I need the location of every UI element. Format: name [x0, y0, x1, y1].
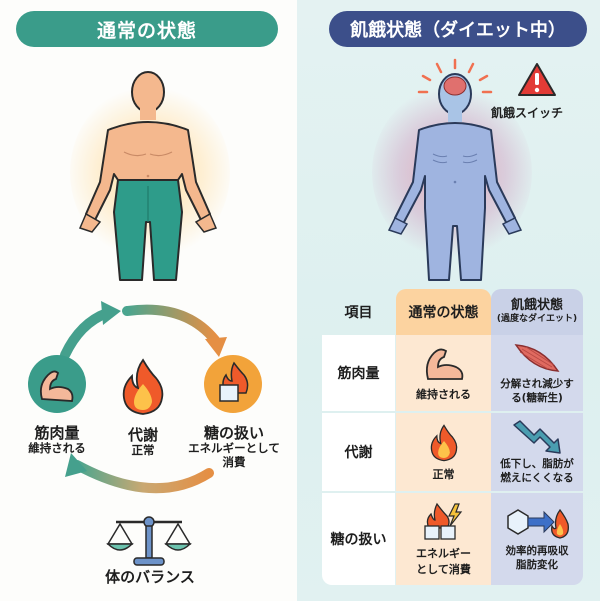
table-row-sugar-normal: エネルギー として消費 — [396, 493, 491, 585]
row-starve-text2: る(糖新生) — [511, 391, 563, 404]
table-header-starvation: 飢餓状態 (過度なダイエット) — [491, 289, 583, 335]
starvation-switch-label: 飢餓スイッチ — [491, 106, 564, 120]
metabolism-sub: 正常 — [131, 443, 155, 457]
cycle-arrows — [60, 301, 227, 494]
row-starve-text: 分解され減少す — [500, 378, 574, 391]
flame-icon — [430, 423, 457, 461]
row-item-label: 糖の扱い — [330, 532, 387, 548]
table-row-metabolism-item: 代謝 — [322, 413, 395, 491]
row-item-label: 代謝 — [344, 445, 373, 461]
flexed-arm-icon — [39, 370, 74, 402]
down-trend-arrow-icon — [513, 420, 561, 455]
muscle-title: 筋肉量 — [34, 424, 80, 442]
row-starve-text: 低下し、脂肪が — [500, 458, 574, 471]
normal-body-figure — [78, 71, 218, 281]
sugar-title: 糖の扱い — [203, 424, 264, 442]
warning-triangle-icon — [518, 63, 556, 96]
sugar-circle — [204, 355, 262, 413]
sugar-sub2: 消費 — [222, 454, 246, 469]
sugar-sub: エネルギーとして — [188, 441, 280, 455]
table-header-item: 項目 — [322, 292, 395, 332]
balance-title: 体のバランス — [105, 568, 195, 586]
table-row-muscle-starve: 分解され減少す る(糖新生) — [491, 335, 583, 411]
row-starve-text: 効率的再吸収 — [505, 545, 569, 558]
normal-state-panel: 通常の状態 筋肉量 維持される — [0, 0, 297, 601]
row-starve-text2: 燃えにくくなる — [500, 471, 574, 484]
header-starve-label: 飢餓状態 — [510, 298, 563, 314]
table-row-metabolism-starve: 低下し、脂肪が 燃えにくくなる — [491, 413, 583, 491]
header-starve-sub: (過度なダイエット) — [496, 314, 578, 325]
table-row-muscle-normal: 維持される — [396, 335, 491, 411]
muscle-fiber-icon — [514, 344, 560, 373]
table-header-normal: 通常の状態 — [396, 289, 491, 335]
table-row-sugar-item: 糖の扱い — [322, 493, 395, 585]
header-normal-label: 通常の状態 — [408, 305, 479, 321]
table-row-metabolism-normal: 正常 — [396, 413, 491, 491]
flame-icon — [122, 358, 164, 415]
row-normal-text: 正常 — [432, 467, 455, 481]
sugar-label: 糖の扱い エネルギーとして 消費 — [182, 424, 286, 470]
row-item-label: 筋肉量 — [337, 366, 380, 382]
normal-state-title: 通常の状態 — [16, 11, 278, 47]
table-row-muscle-item: 筋肉量 — [322, 335, 395, 411]
table-row-sugar-starve: 効率的再吸収 脂肪変化 — [491, 493, 583, 585]
flexed-arm-icon — [425, 348, 463, 380]
muscle-label: 筋肉量 維持される — [12, 424, 102, 456]
row-starve-text2: 脂肪変化 — [516, 558, 558, 571]
sugar-cubes-flame-bolt-icon — [423, 502, 462, 540]
row-normal-text: エネルギー — [416, 546, 471, 560]
balance-label: 体のバランス — [90, 568, 210, 586]
row-normal-text: 維持される — [416, 387, 471, 401]
starvation-state-panel: 飢餓状態（ダイエット中） 飢餓スイッチ 項目 通常の状態 飢餓状態 (過度なダイ… — [297, 0, 600, 601]
cube-to-flame-arrow-icon — [507, 509, 569, 540]
muscle-circle — [28, 355, 86, 413]
metabolism-label: 代謝 正常 — [110, 426, 176, 458]
metabolism-title: 代謝 — [127, 426, 158, 444]
starvation-state-title: 飢餓状態（ダイエット中） — [329, 11, 587, 47]
header-item-label: 項目 — [344, 305, 373, 321]
starving-body-figure — [387, 58, 523, 281]
balance-scale-icon — [106, 516, 192, 566]
sugar-cube-flame-icon — [219, 361, 249, 402]
muscle-sub: 維持される — [28, 441, 86, 455]
row-normal-text2: として消費 — [416, 562, 471, 576]
